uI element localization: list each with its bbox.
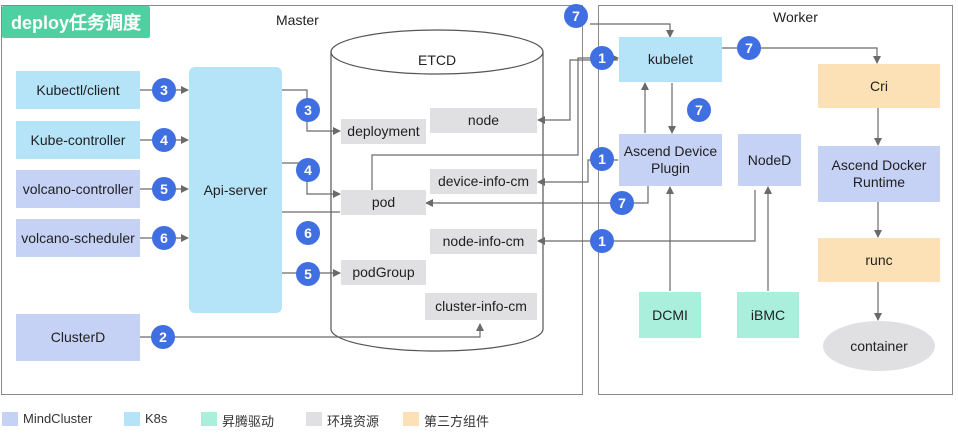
ascend-docker-runtime-box: Ascend Docker Runtime bbox=[818, 146, 940, 202]
etcd-label: ETCD bbox=[418, 52, 457, 68]
worker-label: Worker bbox=[773, 9, 818, 25]
step-badge: 1 bbox=[590, 147, 614, 171]
client-volcano-scheduler: volcano-scheduler bbox=[16, 219, 140, 257]
legend-label: 环境资源 bbox=[327, 414, 380, 429]
step-badge: 1 bbox=[590, 229, 614, 253]
step-badge: 2 bbox=[151, 325, 175, 349]
client-volcano-controller: volcano-controller bbox=[16, 170, 140, 208]
noded-box: NodeD bbox=[738, 134, 801, 186]
step-badge: 7 bbox=[737, 36, 761, 60]
legend-swatch-k8s bbox=[124, 412, 140, 426]
kubelet-box: kubelet bbox=[619, 37, 722, 82]
container-box: container bbox=[823, 321, 935, 371]
ibmc-box: iBMC bbox=[737, 292, 799, 338]
legend-label: K8s bbox=[145, 411, 168, 426]
etcd-node: node bbox=[430, 108, 537, 133]
ascend-device-plugin-box: Ascend Device Plugin bbox=[619, 134, 722, 186]
step-badge: 3 bbox=[296, 98, 320, 122]
runc-box: runc bbox=[818, 238, 940, 282]
etcd-podgroup: podGroup bbox=[341, 260, 426, 285]
step-badge: 4 bbox=[152, 128, 176, 152]
client-kube-controller: Kube-controller bbox=[16, 121, 140, 159]
legend-label: MindCluster bbox=[23, 411, 93, 426]
step-badge: 6 bbox=[296, 221, 320, 245]
legend-swatch-env bbox=[306, 412, 322, 426]
etcd-cluster-info-cm: cluster-info-cm bbox=[425, 293, 537, 320]
etcd-node-info-cm: node-info-cm bbox=[430, 229, 537, 254]
etcd-pod: pod bbox=[341, 190, 426, 215]
diagram-title: deploy任务调度 bbox=[2, 6, 150, 38]
step-badge: 6 bbox=[152, 226, 176, 250]
step-badge: 5 bbox=[152, 177, 176, 201]
step-badge: 4 bbox=[296, 158, 320, 182]
etcd-deployment: deployment bbox=[341, 119, 426, 144]
clusterd-box: ClusterD bbox=[16, 314, 140, 361]
legend-label: 昇腾驱动 bbox=[222, 414, 275, 429]
step-badge: 7 bbox=[610, 191, 634, 215]
cri-box: Cri bbox=[818, 64, 940, 108]
legend-label: 第三方组件 bbox=[424, 414, 490, 429]
legend-swatch-mindcluster bbox=[2, 412, 18, 426]
step-badge: 7 bbox=[687, 98, 711, 122]
step-badge: 5 bbox=[296, 262, 320, 286]
step-badge: 1 bbox=[590, 46, 614, 70]
legend-swatch-thirdparty bbox=[403, 412, 419, 426]
api-server: Api-server bbox=[189, 67, 282, 313]
master-label: Master bbox=[276, 12, 319, 28]
etcd-device-info-cm: device-info-cm bbox=[430, 169, 537, 194]
step-badge: 7 bbox=[564, 4, 588, 28]
legend-swatch-driver bbox=[201, 412, 217, 426]
step-badge: 3 bbox=[152, 78, 176, 102]
client-kubectl: Kubectl/client bbox=[16, 71, 140, 109]
dcmi-box: DCMI bbox=[639, 292, 701, 338]
